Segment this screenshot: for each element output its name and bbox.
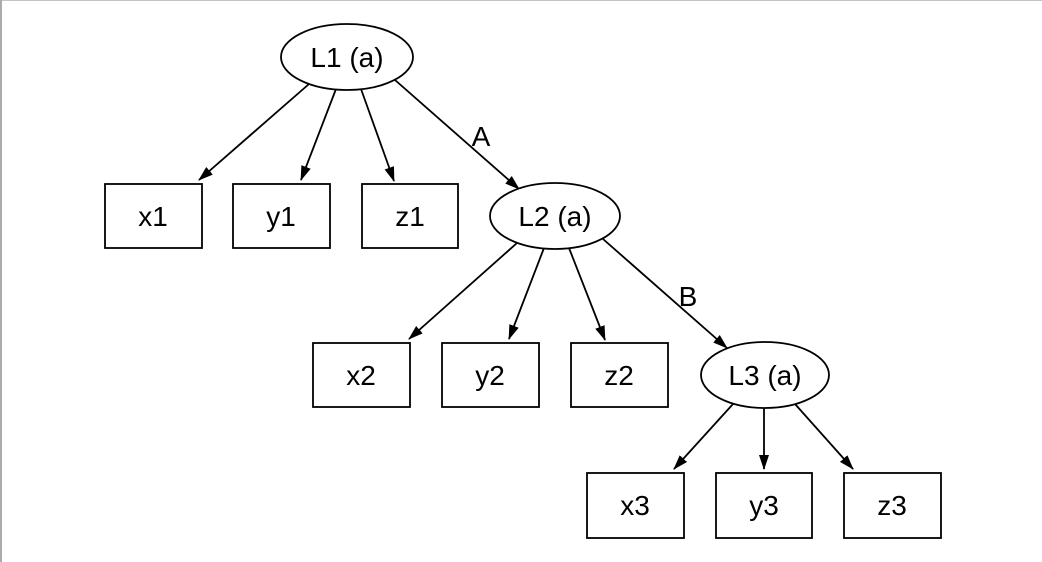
node-z2: z2 xyxy=(570,342,669,408)
window-border-left xyxy=(0,0,2,562)
node-y2-box xyxy=(441,342,540,408)
edge-label-a: A xyxy=(472,121,491,152)
node-x1: x1 xyxy=(104,183,203,249)
node-z3-box xyxy=(843,472,942,539)
node-l1: L1 (a) xyxy=(280,23,414,91)
node-x1-label: x1 xyxy=(138,201,168,232)
edge-l2-y2 xyxy=(508,247,545,340)
node-z1-label: z1 xyxy=(395,201,425,232)
node-x1-box xyxy=(104,183,203,249)
node-l2: L2 (a) xyxy=(489,182,621,250)
edge-l1-l2 xyxy=(394,79,520,190)
node-y1-box xyxy=(232,183,331,249)
node-l1-ellipse xyxy=(280,23,414,91)
node-l2-ellipse xyxy=(489,182,621,250)
node-y2-label: y2 xyxy=(475,360,505,391)
edge-l2-l3 xyxy=(602,238,728,349)
node-x3-box xyxy=(586,472,685,539)
node-l1-label: L1 (a) xyxy=(310,42,383,73)
edge-l1-y1 xyxy=(300,88,337,181)
edge-l2-z2 xyxy=(568,247,606,341)
window-border-top xyxy=(0,0,1042,1)
node-x2-box xyxy=(312,342,411,408)
node-y2: y2 xyxy=(441,342,540,408)
edge-l3-x3 xyxy=(673,403,734,470)
node-z1-box xyxy=(361,183,459,249)
edges xyxy=(198,79,854,470)
edge-l3-z3 xyxy=(794,403,854,470)
node-y1: y1 xyxy=(232,183,331,249)
node-y1-label: y1 xyxy=(266,201,296,232)
node-l3-label: L3 (a) xyxy=(728,360,801,391)
node-l3: L3 (a) xyxy=(700,341,830,409)
node-l3-ellipse xyxy=(700,341,830,409)
node-x3-label: x3 xyxy=(620,490,650,521)
edge-l1-x1 xyxy=(198,83,310,181)
node-y3: y3 xyxy=(715,472,813,539)
node-z3: z3 xyxy=(843,472,942,539)
node-z1: z1 xyxy=(361,183,459,249)
edge-l1-z1 xyxy=(360,88,395,182)
node-y3-label: y3 xyxy=(749,490,779,521)
node-z2-label: z2 xyxy=(604,360,634,391)
node-x2: x2 xyxy=(312,342,411,408)
node-z3-label: z3 xyxy=(877,490,907,521)
edge-label-b: B xyxy=(679,281,698,312)
node-z2-box xyxy=(570,342,669,408)
node-x3: x3 xyxy=(586,472,685,539)
node-x2-label: x2 xyxy=(346,360,376,391)
edge-l2-x2 xyxy=(408,242,518,340)
node-y3-box xyxy=(715,472,813,539)
node-l2-label: L2 (a) xyxy=(518,201,591,232)
